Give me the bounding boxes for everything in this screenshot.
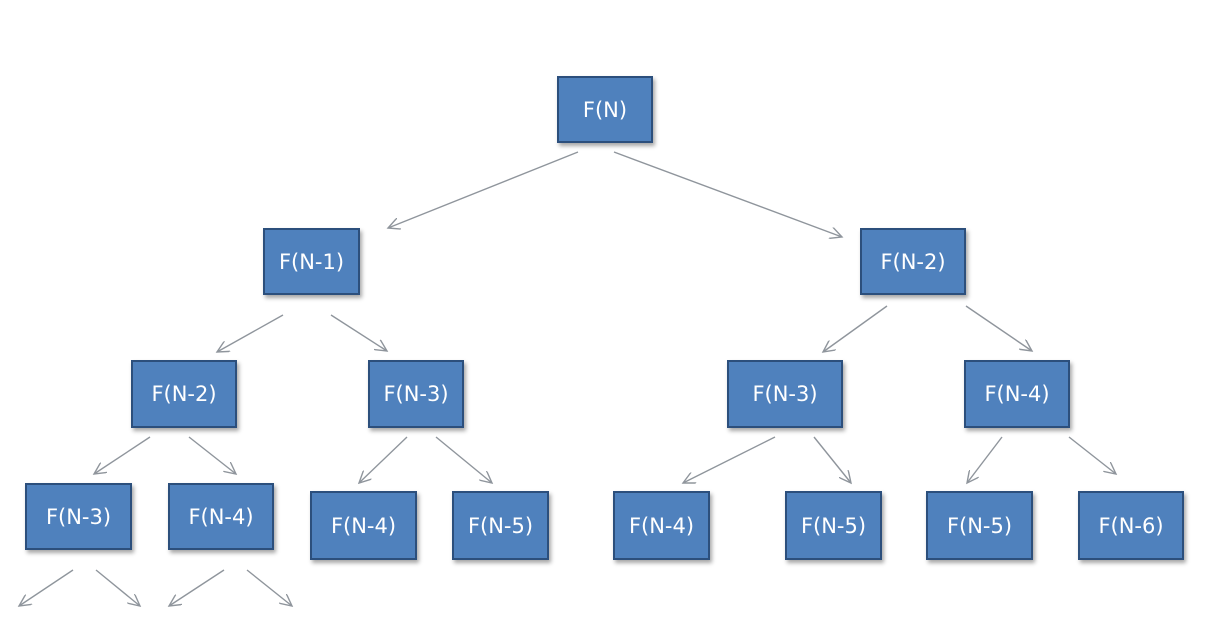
node-f-n-3-right: F(N-3) bbox=[727, 360, 843, 428]
node-f-n-2: F(N-2) bbox=[860, 228, 966, 295]
edge-n6-to-left bbox=[967, 436, 1003, 483]
node-f-n-3-left: F(N-3) bbox=[368, 360, 464, 428]
node-f-n-2-left: F(N-2) bbox=[131, 360, 237, 428]
edge-n1-to-left bbox=[217, 314, 284, 352]
edge-n7-to-right bbox=[95, 569, 140, 606]
edge-n2-to-right bbox=[965, 305, 1032, 351]
node-leaf-3: F(N-4) bbox=[310, 491, 417, 560]
node-leaf-6: F(N-5) bbox=[785, 491, 882, 560]
node-leaf-5: F(N-4) bbox=[613, 491, 710, 560]
edge-n6-to-right bbox=[1068, 436, 1116, 474]
edge-n4-to-right bbox=[435, 436, 492, 483]
node-f-n-1: F(N-1) bbox=[263, 228, 360, 295]
edge-root-to-left bbox=[388, 151, 579, 228]
edge-n2-to-left bbox=[823, 305, 888, 352]
edge-n4-to-left bbox=[359, 436, 408, 483]
node-leaf-4: F(N-5) bbox=[452, 491, 549, 560]
edge-n7-to-left bbox=[19, 569, 74, 606]
edge-n5-to-right bbox=[813, 436, 851, 483]
edge-n3-to-left bbox=[94, 436, 151, 474]
node-leaf-7: F(N-5) bbox=[926, 491, 1033, 560]
edge-n1-to-right bbox=[330, 314, 387, 351]
edge-n3-to-right bbox=[188, 436, 236, 474]
node-leaf-2: F(N-4) bbox=[168, 483, 274, 550]
edge-root-to-right bbox=[613, 151, 842, 237]
node-f-n: F(N) bbox=[557, 76, 653, 143]
edge-n8-to-left bbox=[169, 569, 225, 606]
edge-n5-to-left bbox=[683, 436, 776, 483]
edge-n8-to-right bbox=[246, 569, 292, 606]
node-leaf-1: F(N-3) bbox=[25, 483, 132, 550]
node-leaf-8: F(N-6) bbox=[1078, 491, 1184, 560]
node-f-n-4-right: F(N-4) bbox=[964, 360, 1070, 428]
